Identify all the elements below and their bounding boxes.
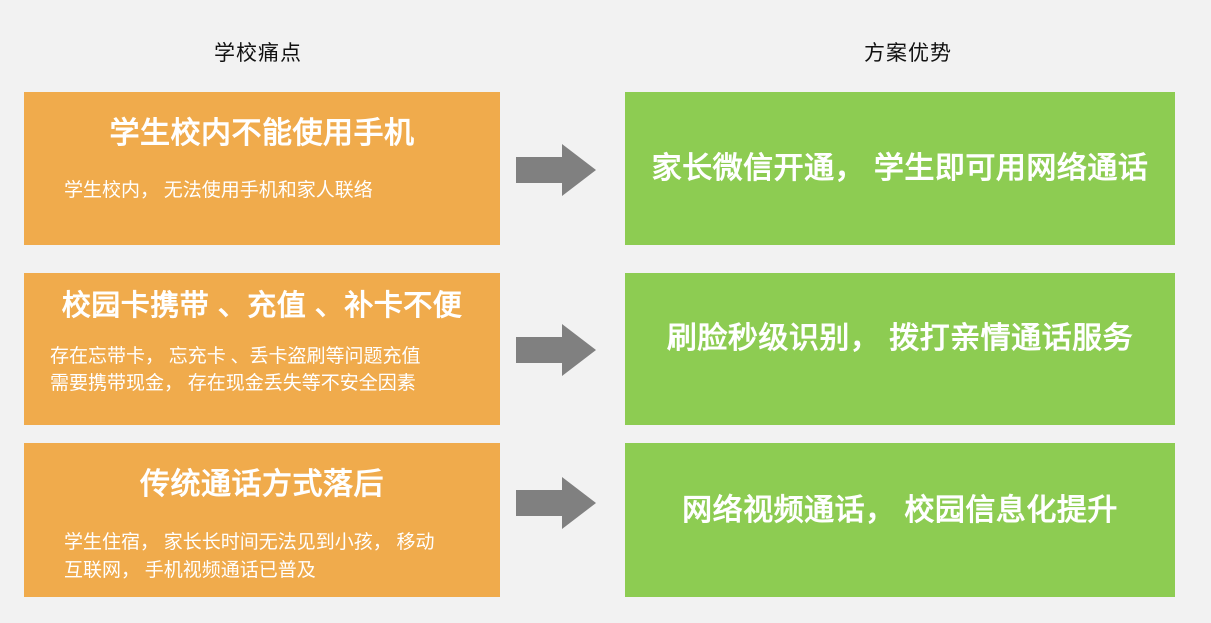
pain-point-description: 学生住宿， 家长长时间无法见到小孩， 移动互联网， 手机视频通话已普及	[64, 532, 435, 581]
pain-point-description: 学生校内， 无法使用手机和家人联络	[64, 180, 373, 201]
pain-point-card: 学生校内不能使用手机 学生校内， 无法使用手机和家人联络	[24, 92, 500, 245]
column-header-solution-advantages: 方案优势	[864, 42, 952, 65]
right-arrow-icon	[516, 144, 596, 196]
right-arrow-icon	[516, 477, 596, 529]
pain-point-description: 存在忘带卡， 忘充卡 、丢卡盗刷等问题充值需要携带现金， 存在现金丢失等不安全因…	[50, 345, 421, 395]
advantage-card: 家长微信开通， 学生即可用网络通话	[625, 92, 1175, 245]
pain-point-title: 传统通话方式落后	[140, 468, 384, 501]
advantage-card: 网络视频通话， 校园信息化提升	[625, 443, 1175, 597]
pain-point-title: 学生校内不能使用手机	[109, 117, 415, 150]
pain-point-card: 校园卡携带 、充值 、补卡不便 存在忘带卡， 忘充卡 、丢卡盗刷等问题充值需要携…	[24, 273, 500, 425]
advantage-text: 家长微信开通， 学生即可用网络通话	[651, 151, 1149, 185]
pain-point-card: 传统通话方式落后 学生住宿， 家长长时间无法见到小孩， 移动互联网， 手机视频通…	[24, 443, 500, 597]
right-arrow-icon	[516, 324, 596, 376]
advantage-text: 刷脸秒级识别， 拨打亲情通话服务	[666, 322, 1134, 356]
advantage-text: 网络视频通话， 校园信息化提升	[682, 494, 1118, 528]
column-header-pain-points: 学校痛点	[214, 42, 302, 65]
pain-point-title: 校园卡携带 、充值 、补卡不便	[61, 290, 463, 322]
advantage-card: 刷脸秒级识别， 拨打亲情通话服务	[625, 273, 1175, 425]
